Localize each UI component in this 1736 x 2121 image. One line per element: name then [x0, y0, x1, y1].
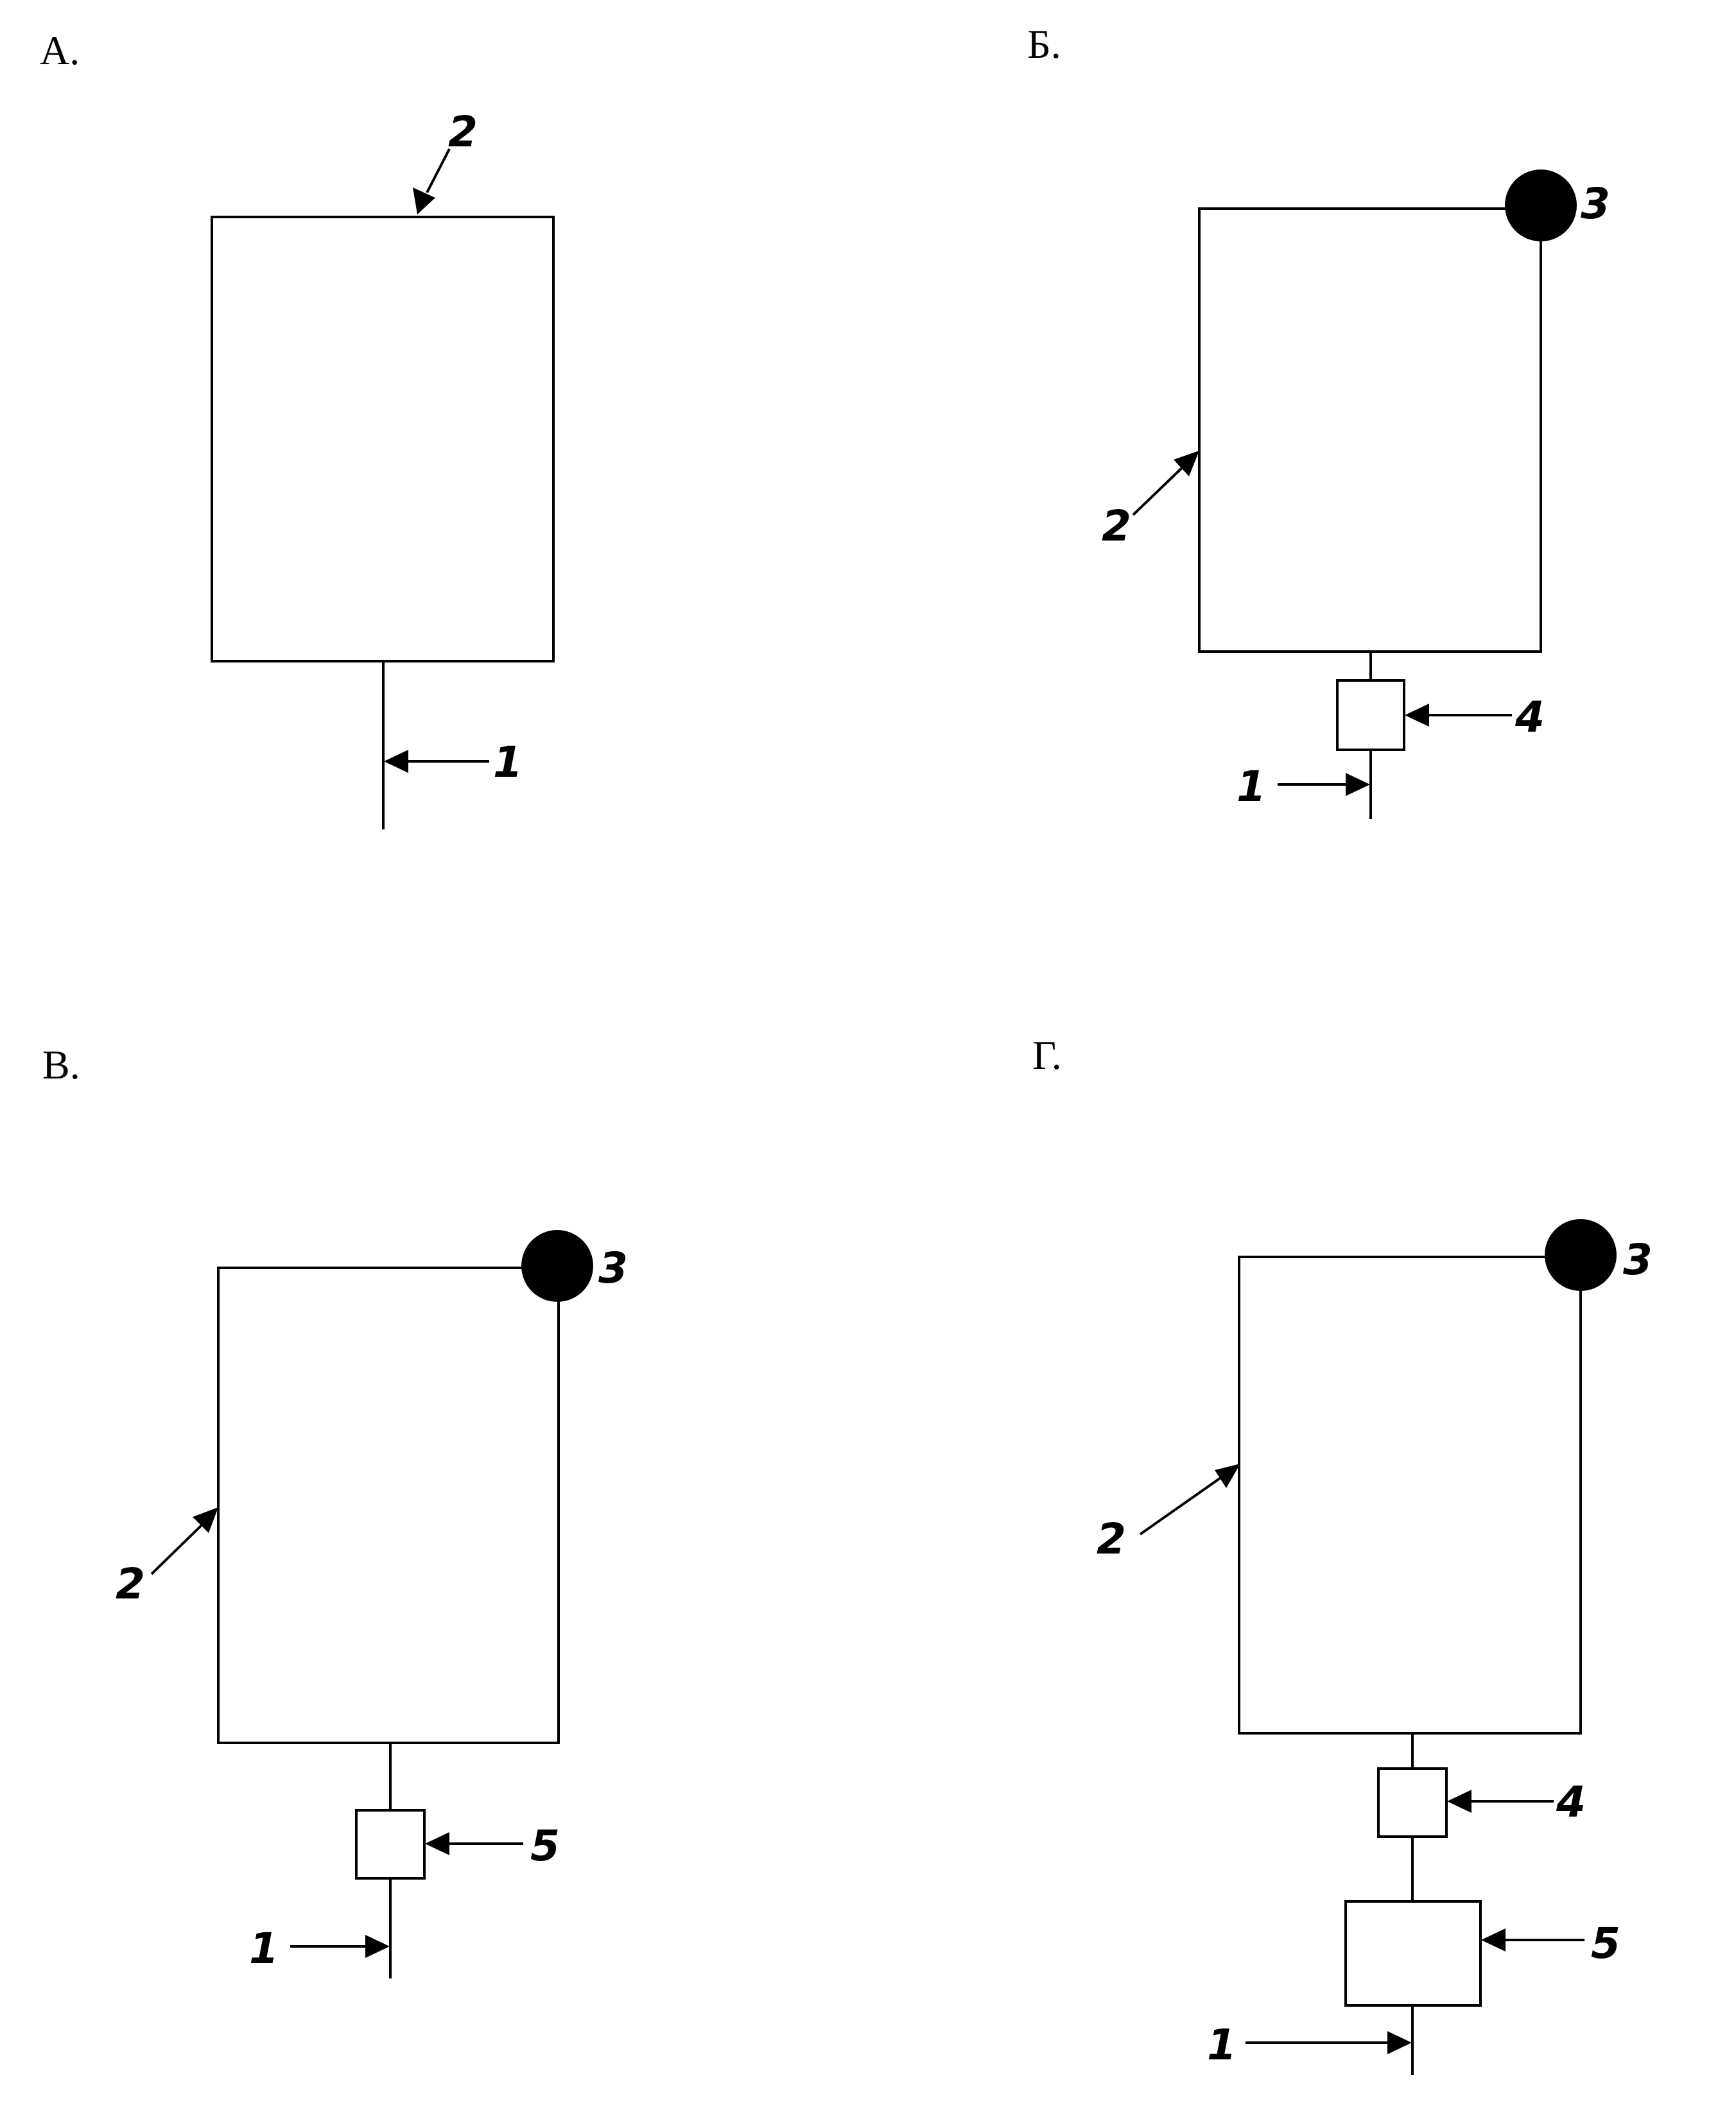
arrowhead-5-v — [425, 1832, 449, 1855]
vessel-a — [211, 216, 555, 662]
arrowhead-1-a — [384, 750, 408, 773]
marker-1-b: 1 — [1237, 762, 1266, 811]
arrowhead-5-g — [1481, 1928, 1506, 1952]
panel-a: А. 1 2 — [40, 28, 555, 829]
arrowhead-2-b — [1174, 451, 1199, 476]
marker-2-v: 2 — [116, 1559, 145, 1609]
arrowhead-4-g — [1447, 1790, 1471, 1813]
arrowhead-2-a — [413, 187, 435, 214]
marker-3-g: 3 — [1623, 1235, 1653, 1285]
marker-1-g: 1 — [1207, 2020, 1237, 2070]
arrow-2-a — [426, 148, 451, 193]
arrowhead-4-b — [1405, 704, 1429, 727]
panel-a-label: А. — [40, 28, 80, 73]
marker-2-b: 2 — [1102, 501, 1131, 551]
panel-g: Г. 3 4 5 1 2 — [1032, 1032, 1653, 2075]
arrow-2-v — [150, 1521, 205, 1575]
arrowhead-2-g — [1215, 1464, 1240, 1488]
arrow-2-b — [1132, 464, 1186, 516]
vessel-b — [1198, 207, 1542, 653]
unit-4-g — [1377, 1767, 1448, 1838]
arrowhead-1-g — [1387, 2031, 1412, 2054]
panel-b: Б. 3 4 1 2 — [1027, 21, 1610, 819]
unit-5-v — [355, 1809, 426, 1880]
panel-v: В. 3 5 1 2 — [42, 1042, 628, 1978]
marker-2-a: 2 — [448, 107, 478, 157]
panel-v-label: В. — [42, 1042, 80, 1087]
panel-b-label: Б. — [1027, 21, 1061, 67]
marker-3-b: 3 — [1581, 179, 1610, 229]
vessel-g — [1238, 1256, 1582, 1735]
panel-g-label: Г. — [1032, 1032, 1062, 1078]
top-node-v — [521, 1230, 593, 1302]
marker-1-a: 1 — [493, 738, 523, 787]
marker-5-v: 5 — [530, 1821, 560, 1871]
arrowhead-2-v — [193, 1507, 218, 1533]
marker-5-g: 5 — [1591, 1919, 1620, 1968]
marker-3-v: 3 — [598, 1243, 628, 1293]
arrow-2-g — [1139, 1474, 1226, 1536]
arrowhead-1-b — [1346, 773, 1370, 796]
top-node-b — [1505, 169, 1577, 241]
arrowhead-1-v — [365, 1935, 390, 1958]
vessel-v — [217, 1267, 560, 1744]
unit-5-g — [1344, 1900, 1482, 2007]
unit-4-b — [1336, 679, 1405, 751]
top-node-g — [1545, 1219, 1617, 1291]
marker-4-b: 4 — [1515, 693, 1545, 742]
marker-1-v: 1 — [249, 1924, 279, 1973]
marker-4-g: 4 — [1556, 1778, 1586, 1827]
marker-2-g: 2 — [1097, 1514, 1126, 1564]
